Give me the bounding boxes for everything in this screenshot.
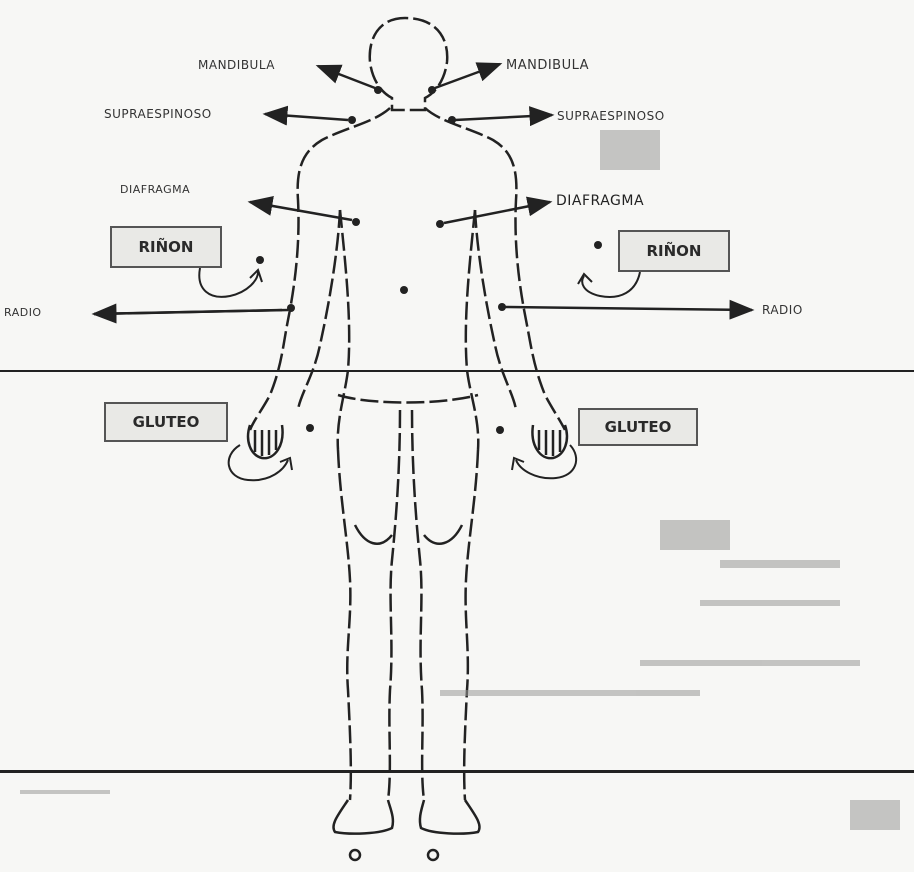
label-radio-right: RADIO xyxy=(762,303,803,317)
label-mandibula-left: MANDIBULA xyxy=(198,58,275,72)
box-rinon-right: RIÑON xyxy=(618,230,730,272)
label-radio-left: RADIO xyxy=(4,306,42,319)
box-gluteo-right: GLUTEO xyxy=(578,408,698,446)
scan-divider-line-top xyxy=(0,370,914,372)
scan-divider-line-bottom xyxy=(0,770,914,773)
box-gluteo-left: GLUTEO xyxy=(104,402,228,442)
label-mandibula-right: MANDIBULA xyxy=(506,58,589,73)
label-diafragma-left: DIAFRAGMA xyxy=(120,183,190,196)
box-rinon-left: RIÑON xyxy=(110,226,222,268)
label-supraespinoso-left: SUPRAESPINOSO xyxy=(104,107,212,121)
label-supraespinoso-right: SUPRAESPINOSO xyxy=(557,109,665,123)
label-diafragma-right: DIAFRAGMA xyxy=(556,193,644,209)
